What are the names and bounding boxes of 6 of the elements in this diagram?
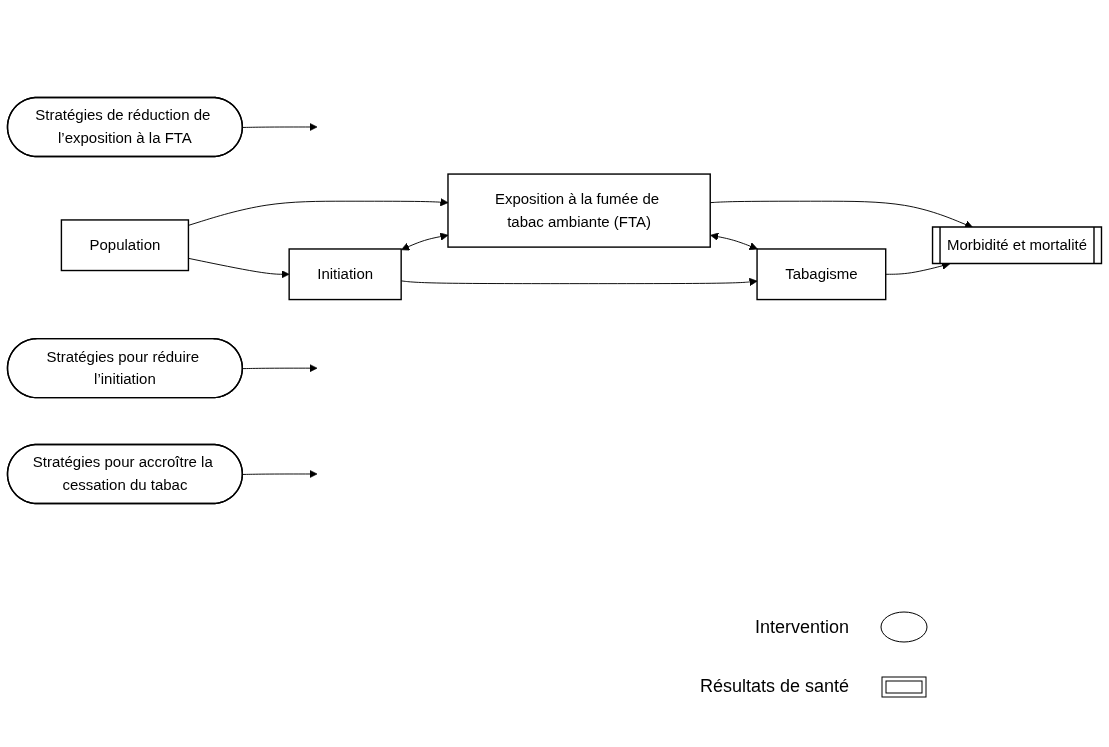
legend-text: Résultats de santé	[700, 675, 850, 697]
node-box: Population	[60, 218, 190, 271]
node-box: Initiation	[288, 247, 402, 300]
legend-text: Intervention	[755, 616, 850, 638]
node-box: Tabagisme	[756, 247, 887, 300]
node-box: Exposition à la fumée de tabac ambiante (FTA)	[447, 172, 711, 248]
